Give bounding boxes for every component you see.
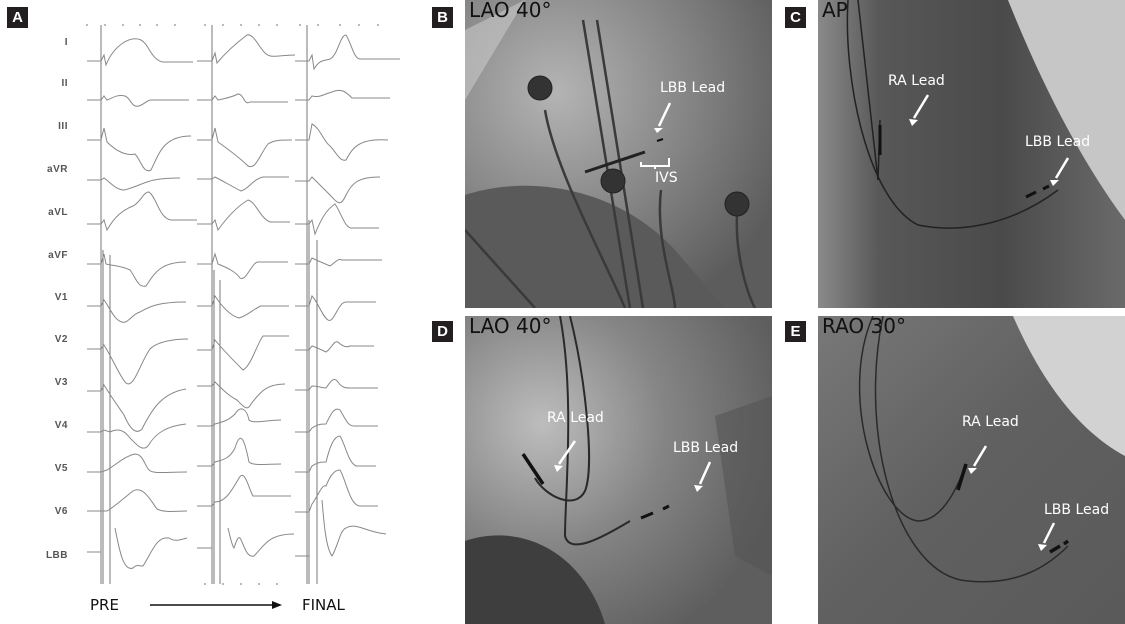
panel-c-ra-label: RA Lead [888, 73, 945, 89]
lead-label-V6: V6 [54, 506, 68, 517]
pre-to-final-arrow [150, 601, 282, 609]
lead-label-aVF: aVF [48, 250, 68, 261]
panel-e-fluoroscopy: RAO 30° RA Lead LBB Lead [818, 316, 1125, 624]
footer-label-final: FINAL [302, 596, 345, 614]
panel-d-ra-label: RA Lead [547, 410, 604, 426]
lead-label-II: II [61, 78, 68, 89]
panel-a-badge: A [7, 7, 28, 28]
ecg-tracings [86, 24, 400, 609]
panel-c-badge: C [785, 7, 806, 28]
lead-label-I: I [64, 37, 68, 48]
panel-b-view-label: LAO 40° [469, 0, 552, 22]
panel-b-lbb-label: LBB Lead [660, 80, 726, 96]
panel-d-badge: D [432, 321, 453, 342]
ecg-top-ticks [86, 24, 379, 26]
lead-label-III: III [58, 121, 68, 132]
panel-b-badge: B [432, 7, 453, 28]
panel-e-view-label: RAO 30° [822, 316, 906, 338]
lead-label-LBB: LBB [45, 550, 68, 561]
panel-c-fluoroscopy: AP RA Lead LBB Lead [818, 0, 1125, 308]
lead-label-aVL: aVL [48, 207, 68, 218]
footer-label-pre: PRE [90, 596, 119, 614]
lead-label-V4: V4 [54, 420, 68, 431]
lead-label-V3: V3 [54, 377, 68, 388]
panel-d-view-label: LAO 40° [469, 316, 552, 338]
lead-label-V2: V2 [54, 334, 68, 345]
panel-c-view-label: AP [822, 0, 848, 22]
panel-e-lbb-label: LBB Lead [1044, 502, 1110, 518]
lead-label-V1: V1 [54, 292, 68, 303]
panel-e-badge: E [785, 321, 806, 342]
panel-d-fluoroscopy: LAO 40° RA Lead LBB Lead [465, 316, 772, 624]
lead-label-V5: V5 [54, 463, 68, 474]
panel-e-ra-label: RA Lead [962, 414, 1019, 430]
lead-label-aVR: aVR [47, 164, 68, 175]
panel-b-fluoroscopy: LAO 40° LBB Lead IVS [465, 0, 772, 308]
panel-b-ivs-label: IVS [655, 170, 678, 186]
panel-d-lbb-label: LBB Lead [673, 440, 739, 456]
panel-c-lbb-label: LBB Lead [1025, 134, 1091, 150]
